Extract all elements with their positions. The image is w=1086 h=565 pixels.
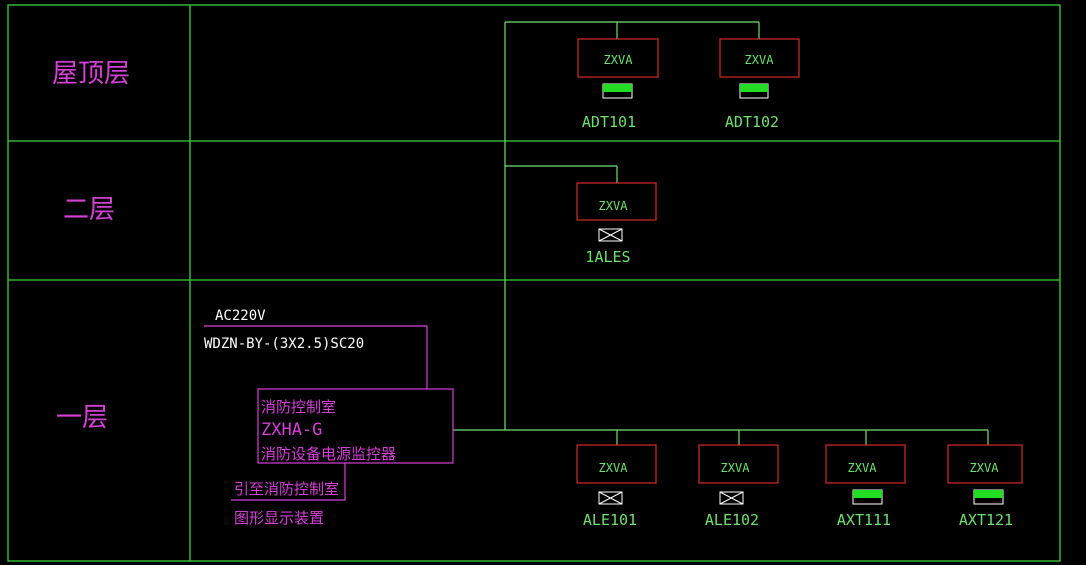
cross-box-icon — [598, 228, 623, 242]
floor-label-roof: 屋顶层 — [52, 59, 130, 89]
supply-voltage: AC220V — [215, 308, 266, 324]
module-adt102[interactable]: ZXVA ADT102 — [719, 38, 800, 131]
module-ale101[interactable]: ZXVA ALE101 — [576, 444, 657, 529]
module-box — [576, 182, 657, 221]
module-label: ZXVA — [599, 461, 629, 475]
module-label: ZXVA — [745, 53, 775, 67]
bus-wiring — [453, 21, 989, 445]
power-bar-icon — [852, 489, 883, 505]
power-bar-icon — [973, 489, 1004, 505]
device-tag: ADT102 — [725, 113, 779, 131]
module-label: ZXVA — [604, 53, 634, 67]
power-bar-icon — [739, 83, 769, 99]
device-tag: ADT101 — [582, 113, 636, 131]
device-tag: AXT121 — [959, 511, 1013, 529]
controller-description: 消防设备电源监控器 — [261, 445, 396, 463]
module-adt101[interactable]: ZXVA ADT101 — [577, 38, 659, 131]
controller-model: ZXHA-G — [261, 420, 322, 440]
display-link-line — [231, 463, 346, 501]
module-axt111[interactable]: ZXVA AXT111 — [825, 444, 906, 529]
module-box — [577, 38, 659, 78]
module-box — [825, 444, 906, 484]
module-label: ZXVA — [970, 461, 1000, 475]
supply-cable-spec: WDZN-BY-(3X2.5)SC20 — [204, 336, 364, 352]
display-link: 引至消防控制室 图形显示装置 — [231, 463, 346, 527]
module-box — [719, 38, 800, 78]
module-axt121[interactable]: ZXVA AXT121 — [947, 444, 1023, 529]
module-box — [576, 444, 657, 484]
device-tag: 1ALES — [585, 248, 630, 266]
floor-grid — [7, 4, 1061, 562]
controller-location: 消防控制室 — [261, 398, 336, 416]
diagram-frame — [7, 4, 1061, 562]
module-label: ZXVA — [721, 461, 751, 475]
floor-label-first: 一层 — [56, 403, 108, 433]
module-label: ZXVA — [848, 461, 878, 475]
module-ale102[interactable]: ZXVA ALE102 — [698, 444, 779, 529]
module-1ales[interactable]: ZXVA 1ALES — [576, 182, 657, 266]
display-link-line2: 图形显示装置 — [234, 509, 324, 527]
device-tag: AXT111 — [837, 511, 891, 529]
controller-box — [257, 388, 454, 464]
supply-line — [204, 325, 428, 389]
display-link-line1: 引至消防控制室 — [234, 480, 339, 498]
cross-box-icon — [598, 491, 623, 505]
module-box — [698, 444, 779, 484]
module-box — [947, 444, 1023, 484]
power-monitor-controller[interactable]: 消防控制室 ZXHA-G 消防设备电源监控器 — [257, 388, 454, 464]
power-bar-icon — [602, 83, 633, 99]
supply-cable: AC220V WDZN-BY-(3X2.5)SC20 — [204, 308, 428, 389]
cross-box-icon — [719, 491, 744, 505]
floor-label-second: 二层 — [63, 195, 115, 225]
device-tag: ALE102 — [705, 511, 759, 529]
device-tag: ALE101 — [583, 511, 637, 529]
module-label: ZXVA — [599, 199, 629, 213]
